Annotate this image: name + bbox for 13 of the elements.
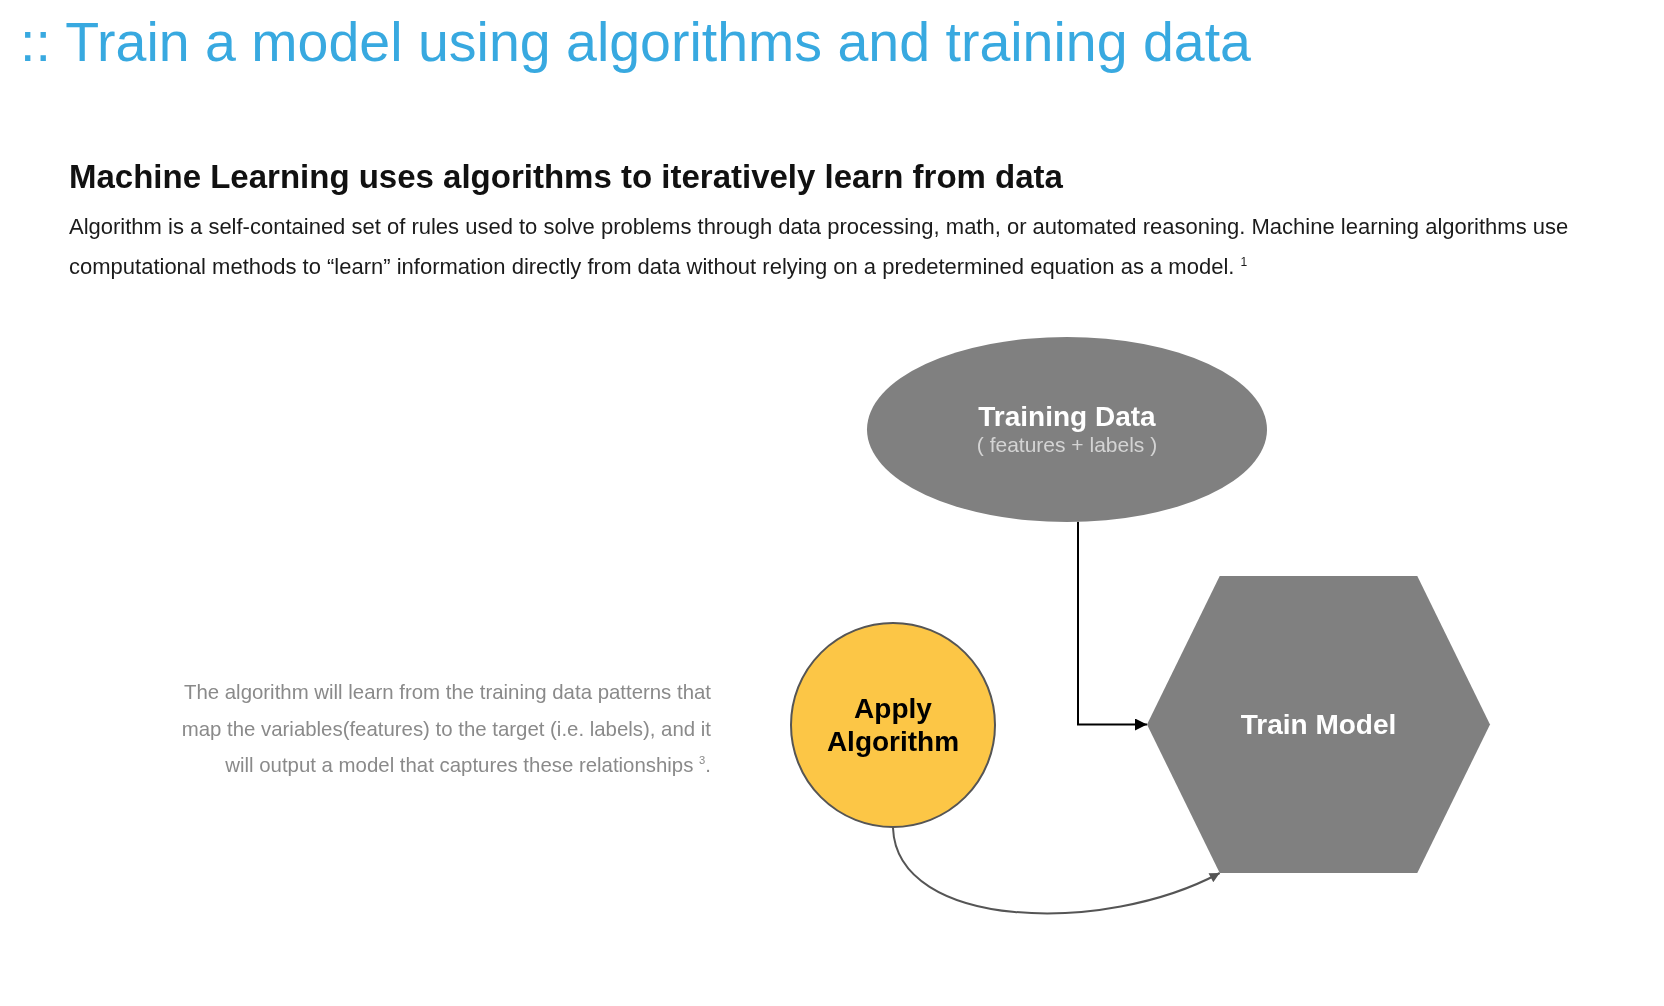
arrow [1077,520,1148,731]
note-text: The algorithm will learn from the training data patterns that map the variables(features) to the target (i.e. labels), and it will output a model that captures these relationships $^{3}$. [180,680,711,778]
hexagon-node [1147,576,1490,873]
node-label: Train Model [1240,708,1397,741]
section-heading: Machine Learning uses algorithms to iteratively learn from data [69,159,1063,196]
node-title: Training Data [978,401,1156,432]
ellipse-node [867,337,1267,522]
node-subtitle: ( features + labels ) [976,432,1158,458]
arrow [892,827,1221,915]
body-text: Algorithm is a self-contained set of rules used to solve problems through data processing, math, or automated reasoning. Machine learning algorithms use computational methods to “learn” information directly from data without relying on a predetermined equation as a model. $^{1}$ [69,213,1570,281]
page-title: :: Train a model using algorithms and training data [20,15,1251,71]
circle-node [790,622,996,828]
node-label: Apply Algorithm [826,692,960,758]
